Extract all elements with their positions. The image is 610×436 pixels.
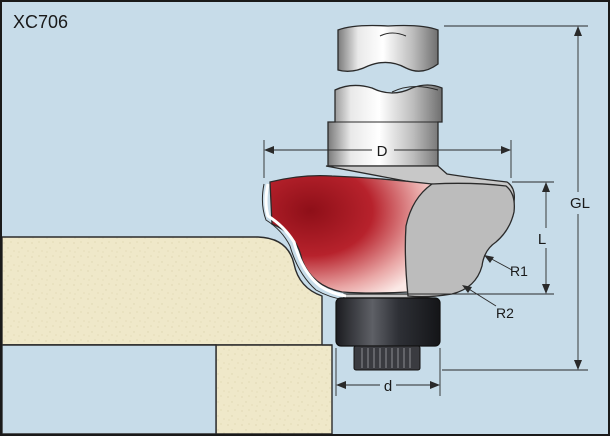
shank-upper-break [337, 24, 439, 72]
workpiece-top-board [2, 236, 323, 346]
dimension-R2: R2 [462, 285, 514, 321]
router-bit [261, 24, 515, 371]
model-code-label: XC706 [13, 12, 68, 32]
label-GL: GL [570, 195, 590, 212]
dimension-d: d [335, 348, 441, 396]
label-L: L [538, 231, 546, 248]
label-d: d [384, 378, 392, 395]
dimension-R1: R1 [484, 255, 528, 279]
label-R2: R2 [496, 305, 514, 321]
dimension-D: D [263, 140, 512, 178]
dimension-L: L [346, 181, 554, 295]
label-R1: R1 [510, 263, 528, 279]
shank [327, 84, 443, 167]
label-D: D [377, 143, 388, 160]
workpiece [2, 236, 333, 434]
workpiece-lower-board [215, 344, 333, 434]
cutter-steel-profile [404, 182, 515, 298]
gap-under-board [2, 344, 217, 434]
bearing [335, 297, 441, 347]
dimension-GL: GL [442, 25, 590, 371]
